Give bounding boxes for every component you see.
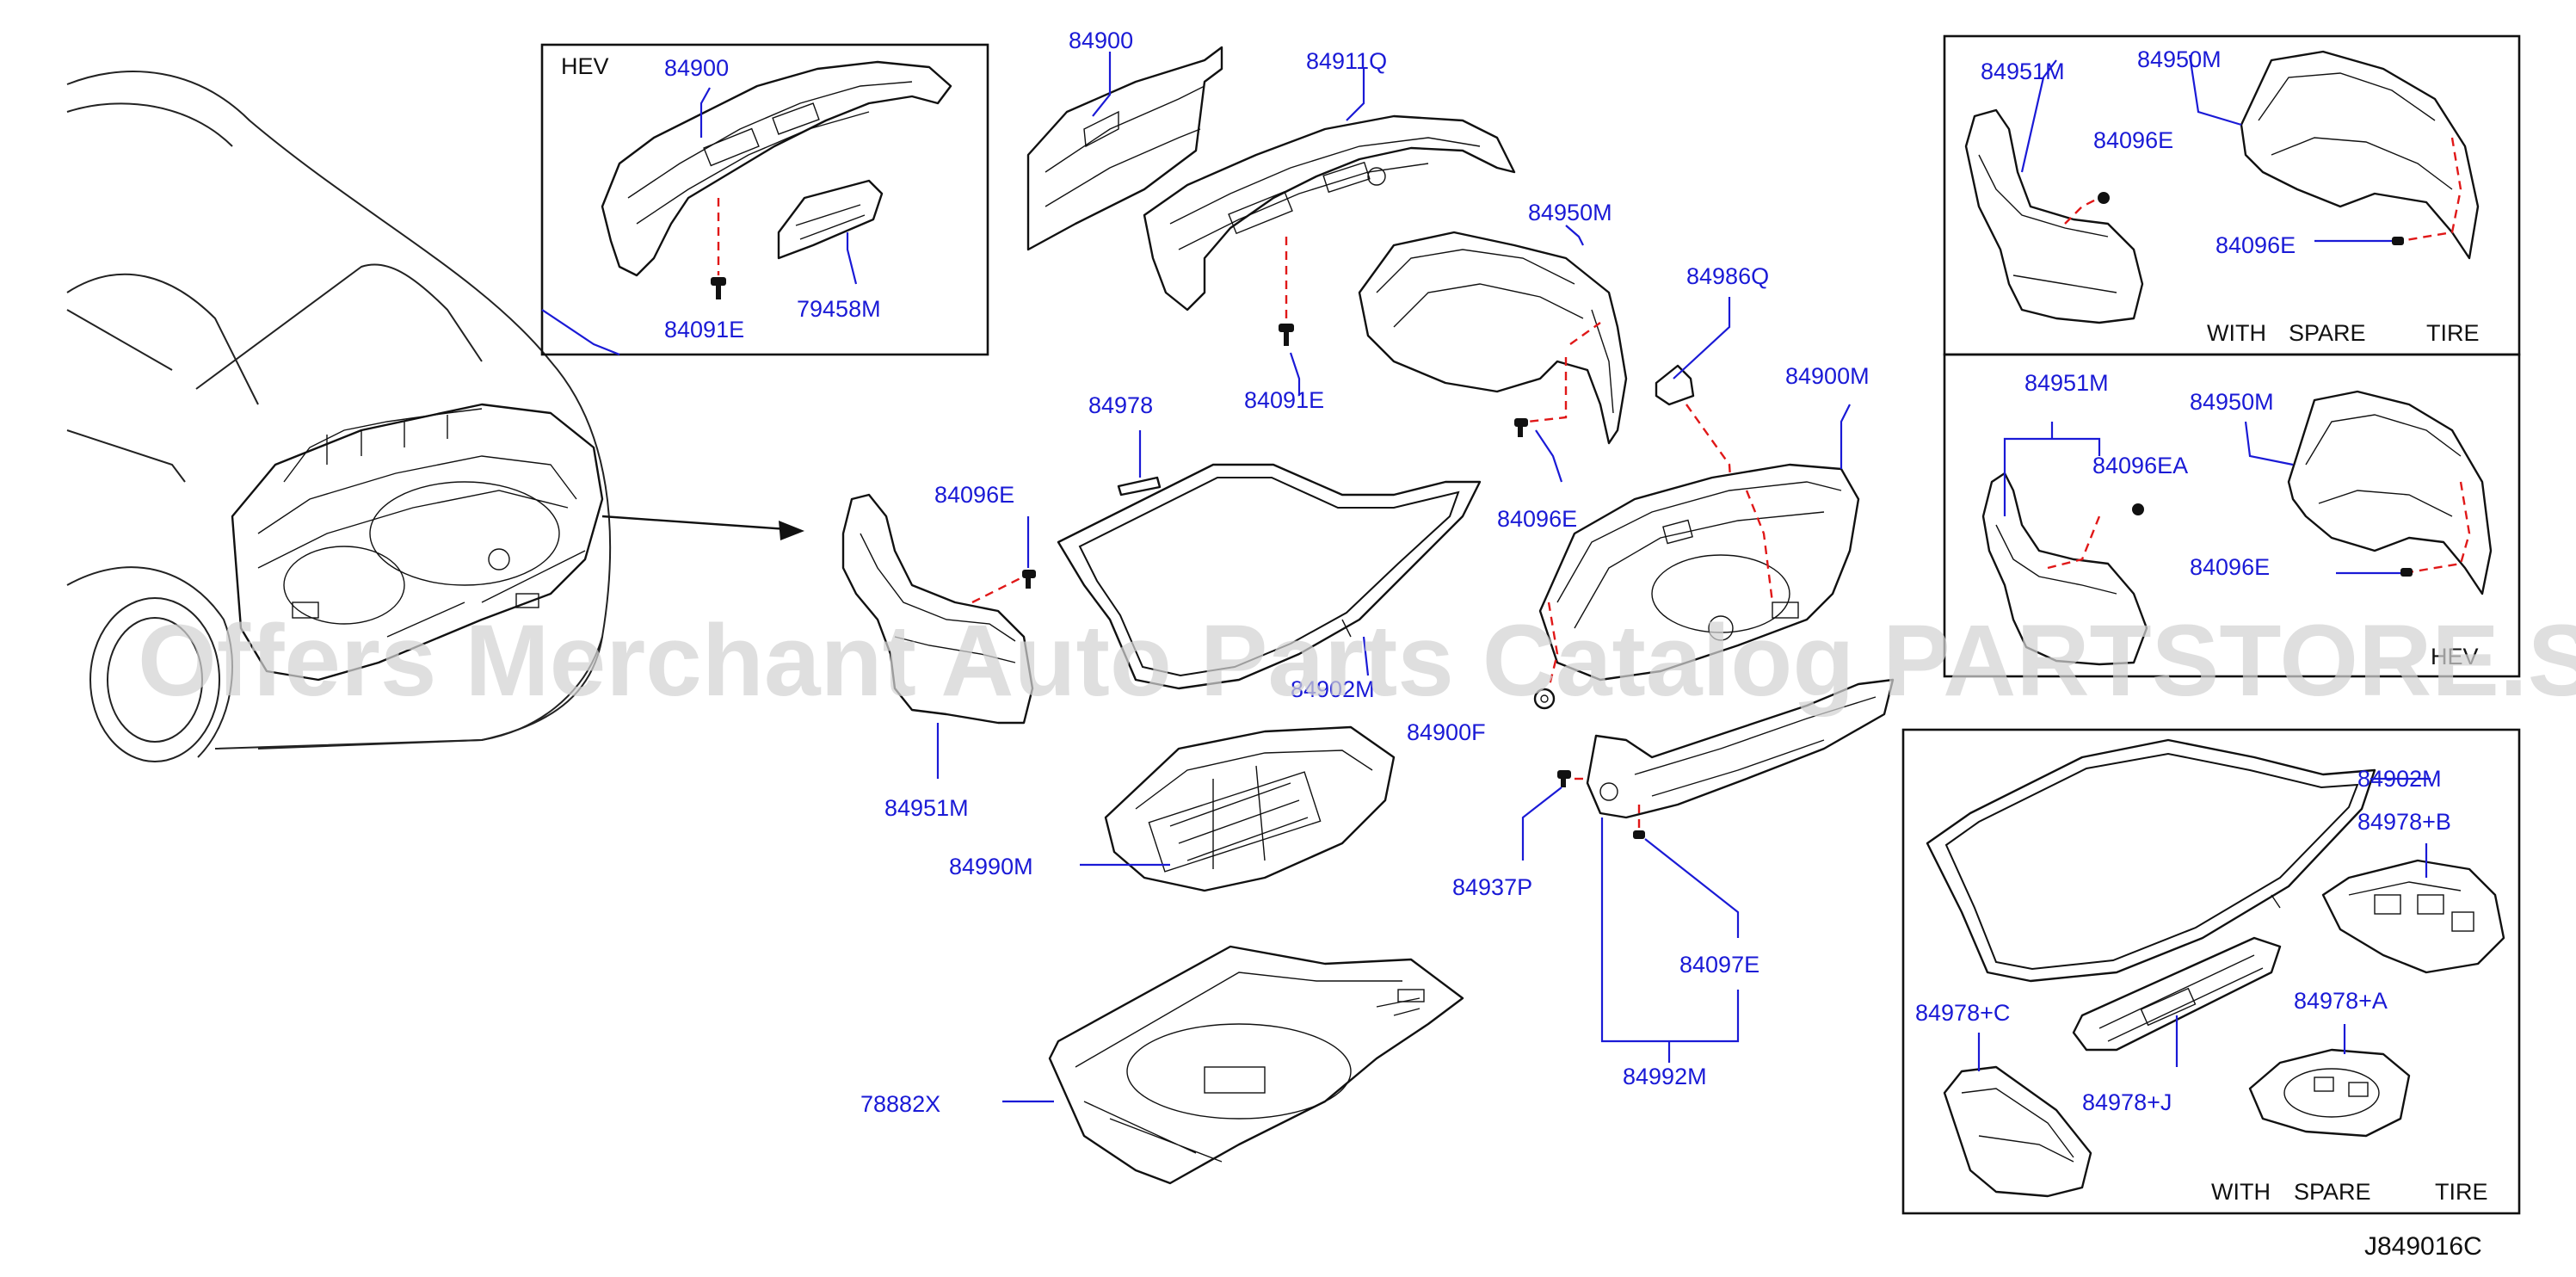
label-84900f: 84900F [1407,719,1486,745]
inset-hev-top: HEV 84900 84091E 79458M [540,43,989,356]
caption-tire-bottom: TIRE [2435,1179,2488,1205]
clip-84937p-icon [1557,770,1571,787]
part-84900m: 84900M [1538,363,1870,689]
label-84950m-spare: 84950M [2137,46,2222,72]
caption-spare-bottom: SPARE [2294,1179,2371,1205]
label-84091e: 84091E [1244,387,1324,413]
label-84091e-hev: 84091E [664,317,744,342]
label-84978j: 84978+J [2082,1089,2172,1115]
part-84992m: 84937P 84097E 84992M [1452,678,1895,1089]
pointer-arrow [601,515,804,540]
clip-84091e-icon [1279,324,1294,346]
label-84900-hev: 84900 [664,55,729,81]
label-84951m: 84951M [884,795,969,821]
label-84990m: 84990M [949,854,1033,879]
label-84937p: 84937P [1452,874,1532,900]
part-84900: 84900 [1026,28,1223,251]
label-84096e-right: 84096E [1497,506,1577,532]
part-84902m-seal: 84902M [1057,463,1482,702]
part-84990m: 84990M [949,725,1396,892]
caption-with-bottom: WITH [2211,1179,2271,1205]
part-84986q: 84986Q [1655,263,1769,595]
label-84902m: 84902M [1291,676,1375,702]
label-79458m-hev: 79458M [797,296,881,322]
diagram-code: J849016C [2364,1232,2482,1261]
part-84911q: 84911Q 84091E [1143,48,1516,413]
label-84950m-hev: 84950M [2190,389,2274,415]
label-84097e: 84097E [1679,952,1759,978]
label-84096e-spare-b: 84096E [2215,232,2296,258]
inset-hev-middle-tag: HEV [2431,644,2479,669]
part-78882x: 78882X [860,945,1464,1185]
label-84900m: 84900M [1785,363,1870,389]
part-84900f: 84900F [1407,688,1556,745]
label-84900: 84900 [1069,28,1133,53]
part-84950m: 84950M 84096E [1358,200,1628,532]
watermark-text: Offers Merchant Auto Parts Catalog PARTS… [138,604,2576,718]
label-78882x: 78882X [860,1091,940,1117]
label-84096ea-hev: 84096EA [2092,453,2188,478]
inset-spare-tire-top: 84951M 84950M 84096E 84096E WITH SPARE T… [1943,34,2521,356]
part-84978-strip: 84978 [1088,392,1162,497]
caption-tire: TIRE [2426,320,2480,346]
clip-84091e-hev-icon [711,277,726,299]
label-84911q: 84911Q [1306,48,1387,74]
caption-spare: SPARE [2289,320,2366,346]
label-84902m-spare: 84902M [2357,766,2442,792]
inset-hev-tag: HEV [561,53,609,79]
car-rear-illustration [66,71,612,762]
label-84951m-hev: 84951M [2024,370,2109,396]
clip-84097e-icon [1633,830,1645,839]
clip-84096e-right-icon [1514,418,1528,437]
label-84992m: 84992M [1623,1064,1707,1089]
label-84096e-left: 84096E [934,482,1014,508]
label-84978: 84978 [1088,392,1153,418]
label-84978c: 84978+C [1915,1000,2010,1026]
label-84951m-spare: 84951M [1981,59,2065,84]
label-84978a: 84978+A [2294,988,2388,1014]
label-84978b: 84978+B [2357,809,2451,835]
inset-hev-middle: 84951M 84096EA 84950M 84096E HEV [1943,353,2521,678]
inset-spare-tire-bottom: 84902M 84978+B 84978+C 84978+A 84978+J W… [1901,728,2521,1215]
label-84096e-spare-a: 84096E [2093,127,2173,153]
caption-with: WITH [2207,320,2266,346]
clip-84096e-left-icon [1022,570,1036,589]
part-84951m-left: 84096E 84951M [841,482,1036,821]
label-84986q: 84986Q [1686,263,1769,289]
label-84096e-hev: 84096E [2190,554,2270,580]
label-84950m: 84950M [1528,200,1612,225]
